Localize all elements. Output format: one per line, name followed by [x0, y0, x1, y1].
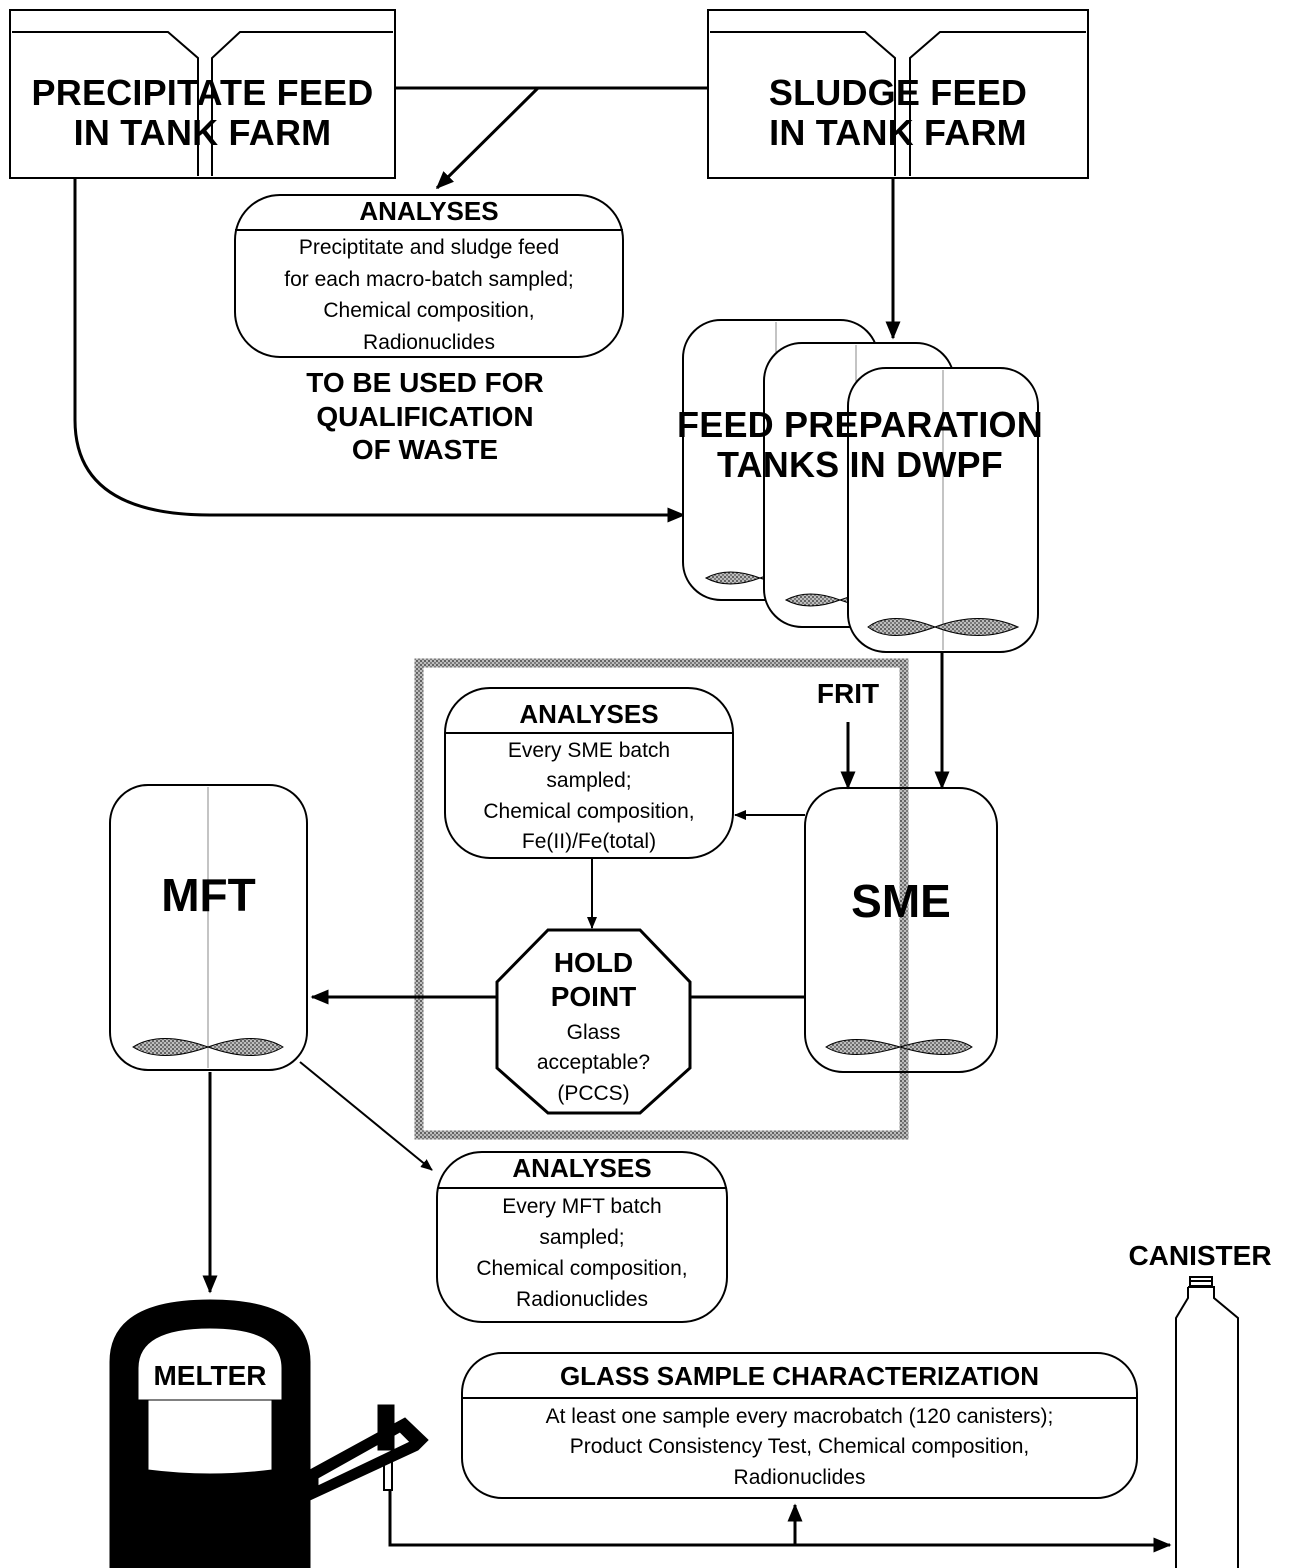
precipitate-line-2: IN TANK FARM	[73, 112, 332, 154]
hold-point-octagon	[495, 928, 692, 1115]
tank-sampling-lines	[395, 86, 708, 190]
glass-characterization-body: At least one sample every macrobatch (12…	[462, 1402, 1137, 1493]
analyses-sme-box	[444, 687, 734, 859]
hold-point-line-1: HOLD	[553, 947, 634, 978]
analyses-mft-line-1: Every MFT batch	[502, 1195, 662, 1218]
mft-sample-arrow	[299, 1061, 433, 1171]
pour-line	[388, 1490, 1172, 1553]
analyses-sme-line-3: Chemical composition,	[483, 799, 695, 823]
sme-label: SME	[851, 875, 951, 927]
hold-point-title: HOLD POINT	[497, 946, 690, 1014]
analyses-feed-body: Preciptitate and sludge feed for each ma…	[235, 232, 623, 358]
qualification-line-2: QUALIFICATION	[316, 400, 534, 432]
glass-line-2: Product Consistency Test, Chemical compo…	[569, 1435, 1030, 1459]
sludge-tank-label: SLUDGE FEED IN TANK FARM	[708, 72, 1088, 154]
analyses-mft-heading: ANALYSES	[512, 1153, 652, 1183]
sludge-tank	[707, 9, 1089, 179]
canister-label: CANISTER	[1128, 1240, 1272, 1271]
feed-prep-line-1: FEED PREPARATION	[677, 404, 1043, 445]
analyses-feed-line-1: Preciptitate and sludge feed	[298, 236, 560, 259]
analyses-feed-box	[234, 194, 624, 358]
glass-line-3: Radionuclides	[733, 1465, 866, 1489]
analyses-sme-line-2: sampled;	[546, 769, 632, 793]
analyses-sme-line-1: Every SME batch	[507, 739, 671, 762]
sme-tank	[804, 787, 998, 1073]
mft-label: MFT	[161, 869, 256, 921]
hold-point-line-4: acceptable?	[536, 1051, 651, 1075]
melter-label: MELTER	[153, 1360, 267, 1391]
glass-characterization-box	[461, 1352, 1138, 1499]
qualification-line-3: OF WASTE	[351, 434, 499, 466]
melter	[109, 1299, 429, 1568]
precipitate-transfer-line	[73, 178, 686, 523]
hold-point-line-3: Glass	[566, 1021, 621, 1044]
feed-prep-tank-3	[847, 367, 1039, 653]
sme-control-boundary	[414, 658, 909, 1140]
analyses-sme-heading: ANALYSES	[519, 699, 659, 729]
hold-point-line-5: (PCCS)	[557, 1081, 630, 1105]
precipitate-tank-label: PRECIPITATE FEED IN TANK FARM	[10, 72, 395, 154]
precipitate-line-1: PRECIPITATE FEED	[31, 72, 374, 113]
frit-label: FRIT	[816, 678, 880, 709]
hold-point-body: Glass acceptable? (PCCS)	[497, 1018, 690, 1109]
analyses-feed-line-3: Chemical composition,	[323, 299, 535, 322]
feed-prep-label: FEED PREPARATION TANKS IN DWPF	[650, 404, 1070, 486]
sludge-line-1: SLUDGE FEED	[768, 72, 1028, 113]
analyses-mft-line-3: Chemical composition,	[476, 1257, 688, 1281]
analyses-feed-line-2: for each macro-batch sampled;	[284, 267, 574, 291]
analyses-feed-line-4: Radionuclides	[363, 330, 495, 354]
qualification-line-1: TO BE USED FOR	[306, 367, 544, 398]
sludge-line-2: IN TANK FARM	[769, 112, 1027, 154]
glass-characterization-heading: GLASS SAMPLE CHARACTERIZATION	[559, 1361, 1040, 1391]
canister	[1175, 1276, 1239, 1568]
precipitate-tank	[9, 9, 396, 179]
mft-tank	[109, 784, 308, 1071]
analyses-mft-body: Every MFT batch sampled; Chemical compos…	[437, 1191, 727, 1315]
analyses-mft-line-2: sampled;	[539, 1226, 625, 1250]
analyses-sme-line-4: Fe(II)/Fe(total)	[521, 830, 657, 854]
feed-prep-line-2: TANKS IN DWPF	[717, 444, 1003, 486]
analyses-mft-line-4: Radionuclides	[516, 1288, 648, 1312]
glass-line-1: At least one sample every macrobatch (12…	[545, 1405, 1054, 1428]
hold-point-line-2: POINT	[550, 981, 637, 1013]
analyses-mft-box	[436, 1151, 728, 1323]
analyses-feed-heading: ANALYSES	[359, 196, 499, 226]
qualification-note: TO BE USED FOR QUALIFICATION OF WASTE	[225, 366, 625, 467]
analyses-sme-body: Every SME batch sampled; Chemical compos…	[445, 736, 733, 858]
